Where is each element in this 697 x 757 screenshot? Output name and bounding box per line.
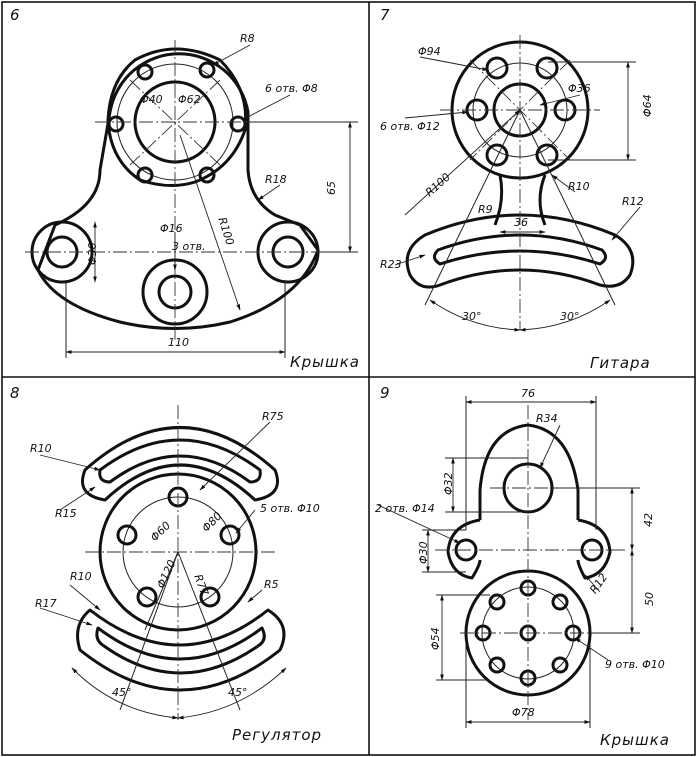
dim-label: R10 xyxy=(70,570,92,583)
panel-number: 6 xyxy=(10,6,20,24)
lower-arc-slot xyxy=(95,626,266,675)
dim-label: 42 xyxy=(642,513,655,527)
dim-label: Φ64 xyxy=(641,94,654,117)
dim-label: R75 xyxy=(262,410,284,423)
flange-hole xyxy=(136,166,154,184)
dim-label: R18 xyxy=(265,173,287,186)
dim-label: Φ16 xyxy=(160,222,183,235)
disc-hole xyxy=(488,656,506,674)
dim-label: 45° xyxy=(112,686,132,699)
panel-title: Крышка xyxy=(600,731,670,749)
lug-outline xyxy=(478,423,580,520)
arc-slot xyxy=(433,233,607,266)
dim-label: R17 xyxy=(35,597,57,610)
dim-label: 6 отв. Φ12 xyxy=(380,120,440,133)
dim-label: 2 отв. Φ14 xyxy=(375,502,435,515)
dim-label: R10 xyxy=(30,442,52,455)
upper-arc-body xyxy=(81,426,279,502)
dim-label: R10 xyxy=(568,180,590,193)
dim-label: 45° xyxy=(228,686,248,699)
dim-label: R100 xyxy=(215,216,236,247)
dim-label: Φ54 xyxy=(429,627,442,650)
dim-label: Φ36 xyxy=(568,82,591,95)
flange-hole xyxy=(107,115,125,133)
dim-label: Φ62 xyxy=(178,93,201,106)
panel-8: 8 Регулятор R75 R10 R15 Φ60 Φ80 xyxy=(10,384,322,744)
dim-label: Φ78 xyxy=(512,706,535,719)
dim-label: 6 отв. Φ8 xyxy=(265,82,318,95)
disc-hole xyxy=(551,593,569,611)
dim-label: 3 отв. xyxy=(172,240,206,253)
dim-label: 30° xyxy=(462,310,482,323)
dim-label: Φ94 xyxy=(418,45,441,58)
flange-hole xyxy=(136,63,154,81)
disc-hole xyxy=(488,593,506,611)
disc-hole xyxy=(116,524,138,546)
side-ears xyxy=(446,518,612,580)
panel-7: 7 Гитара Φ94 Φ36 xyxy=(380,6,654,372)
panel-title: Крышка xyxy=(290,353,360,371)
dim-label: R5 xyxy=(264,578,279,591)
head-hole xyxy=(485,56,509,80)
panel-number: 9 xyxy=(380,384,390,402)
panel-9: 9 Крышка xyxy=(375,384,670,749)
panel-title: Гитара xyxy=(590,354,651,372)
panel-title: Регулятор xyxy=(232,726,322,744)
dim-label: R34 xyxy=(536,412,558,425)
disc-hole xyxy=(199,586,221,608)
neck-outline xyxy=(493,174,547,226)
dim-label: 76 xyxy=(521,387,535,400)
dim-label: Φ30 xyxy=(86,242,99,265)
dim-label: Φ30 xyxy=(417,541,430,564)
dim-label: 36 xyxy=(514,216,528,229)
dim-label: Φ120 xyxy=(154,558,178,590)
dim-label: R12 xyxy=(622,195,644,208)
head-hole xyxy=(535,56,559,80)
disc-hole xyxy=(219,524,241,546)
dim-label: R15 xyxy=(55,507,77,520)
panel-number: 8 xyxy=(10,384,20,402)
flange-outline xyxy=(106,47,248,187)
head-hole xyxy=(485,143,509,167)
dim-label: R12 xyxy=(587,571,610,596)
dim-label: Φ40 xyxy=(140,93,163,106)
dim-label: 65 xyxy=(325,181,338,195)
lower-arc-body xyxy=(76,608,286,692)
flange-hole xyxy=(198,166,216,184)
flange-hole xyxy=(198,61,216,79)
flange-hole xyxy=(229,115,247,133)
dim-label: 5 отв. Φ10 xyxy=(260,502,320,515)
dim-label: 50 xyxy=(643,592,656,606)
dim-label: 30° xyxy=(560,310,580,323)
dim-label: Φ32 xyxy=(442,472,455,495)
dim-label: R8 xyxy=(240,32,255,45)
dim-label: R9 xyxy=(478,203,493,216)
dim-label: Φ60 xyxy=(148,519,173,544)
dim-label: 110 xyxy=(168,336,189,349)
disc-hole xyxy=(136,586,158,608)
upper-arc-slot xyxy=(98,438,262,484)
arc-body-outline xyxy=(405,213,635,289)
panel-number: 7 xyxy=(380,6,390,24)
disc-hole xyxy=(551,656,569,674)
panel-6: 6 Крышка xyxy=(10,6,360,371)
dim-label: R23 xyxy=(380,258,402,271)
dim-label: 9 отв. Φ10 xyxy=(605,658,665,671)
